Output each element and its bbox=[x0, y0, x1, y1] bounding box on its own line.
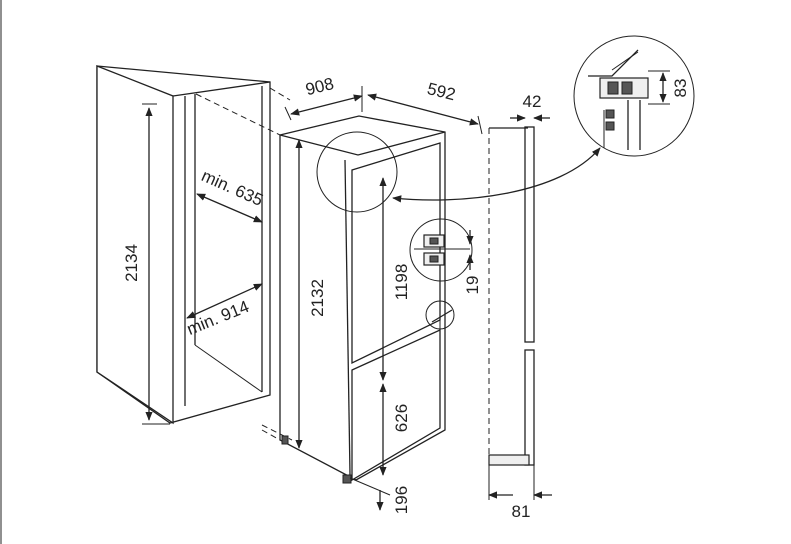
top-detail-circle bbox=[573, 35, 695, 157]
door-panel-bottom-label: 81 bbox=[512, 502, 531, 521]
hinge-gap-label: 19 bbox=[463, 276, 482, 295]
door-panel-offset-label: 42 bbox=[523, 92, 542, 111]
fridge-door-height-label: 1198 bbox=[392, 264, 411, 301]
hinge-detail: 19 bbox=[409, 218, 482, 295]
appliance-height-label: 2132 bbox=[308, 279, 327, 317]
lower-door-panel bbox=[524, 349, 535, 466]
appliance-width-label: 592 bbox=[425, 79, 457, 104]
freezer-door bbox=[351, 328, 441, 482]
bottom-gap-label: 196 bbox=[392, 486, 411, 514]
upper-door-panel bbox=[524, 126, 535, 343]
freezer-door-height-label: 626 bbox=[392, 404, 411, 432]
detail-height-label: 83 bbox=[671, 79, 690, 98]
hinge-detail-circle bbox=[409, 218, 473, 282]
appliance-depth-label: 908 bbox=[304, 74, 336, 99]
niche-side-panel bbox=[96, 65, 174, 425]
door-panel-side: 42 81 bbox=[488, 92, 552, 521]
niche-height-label: 2134 bbox=[122, 244, 141, 282]
niche-cabinet: 2134 min. 635 min. 914 bbox=[96, 65, 271, 425]
detail-circle-handle bbox=[425, 300, 455, 330]
top-detail: 83 bbox=[392, 35, 695, 203]
